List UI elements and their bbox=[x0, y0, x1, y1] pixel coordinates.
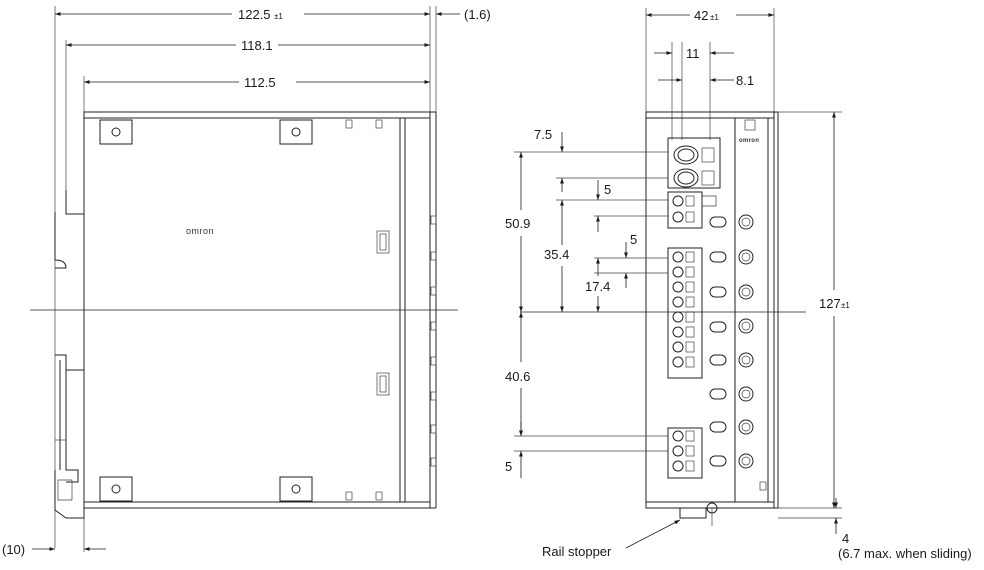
dim-slide-note: (6.7 max. when sliding) bbox=[838, 546, 972, 561]
dim-overall-width: 122.5 ±1 bbox=[55, 7, 430, 22]
dim-terminal-pitch: 11 bbox=[654, 46, 734, 61]
dim-overall-width-label: 122.5 bbox=[238, 7, 271, 22]
rail-stopper-callout: Rail stopper bbox=[542, 519, 681, 559]
dim-40-6-label: 40.6 bbox=[505, 369, 530, 384]
dim-5-middle-label: 5 bbox=[630, 232, 637, 247]
dim-protrusion-label: (1.6) bbox=[464, 7, 491, 22]
side-brand-logo: omron bbox=[186, 226, 214, 236]
dim-body-width-label: 118.1 bbox=[241, 38, 273, 53]
dim-slide-label: 4 bbox=[842, 531, 849, 546]
dim-top-offset-label: 7.5 bbox=[534, 127, 552, 142]
dim-terminal-offset: 8.1 bbox=[658, 73, 754, 88]
dim-terminal-offset-label: 8.1 bbox=[736, 73, 754, 88]
side-rail bbox=[54, 190, 85, 519]
dim-35-4: 35.4 bbox=[544, 200, 569, 312]
dim-mount-width: 112.5 bbox=[84, 75, 430, 90]
dim-35-4-label: 35.4 bbox=[544, 247, 569, 262]
dim-width-label: 42 bbox=[694, 8, 708, 23]
dim-5-upper-label: 5 bbox=[604, 182, 611, 197]
front-body: omron bbox=[645, 111, 779, 526]
front-view: 42 ±1 11 8.1 omron bbox=[505, 8, 972, 561]
dim-height-label: 127 bbox=[819, 296, 841, 311]
dim-protrusion: (1.6) bbox=[436, 7, 491, 22]
dim-height-tol: ±1 bbox=[841, 301, 850, 310]
dim-rail-offset-label: (10) bbox=[2, 542, 25, 557]
dim-height: 127 ±1 bbox=[819, 112, 850, 508]
dim-body-width: 118.1 bbox=[66, 38, 430, 53]
dim-5-lower: 5 bbox=[505, 422, 523, 478]
dim-mount-width-label: 112.5 bbox=[244, 75, 276, 90]
dim-slide: 4 (6.7 max. when sliding) bbox=[834, 498, 972, 561]
rail-stopper-label: Rail stopper bbox=[542, 544, 612, 559]
dim-terminal-pitch-label: 11 bbox=[686, 46, 700, 61]
dim-overall-width-tol: ±1 bbox=[274, 12, 283, 21]
dim-5-lower-label: 5 bbox=[505, 459, 512, 474]
dim-17-4-label: 17.4 bbox=[585, 279, 610, 294]
dim-rail-offset: (10) bbox=[2, 542, 106, 557]
side-view: 122.5 ±1 (1.6) 118.1 112.5 (10) bbox=[2, 6, 491, 557]
dim-17-4: 17.4 bbox=[585, 258, 610, 312]
dim-width: 42 ±1 bbox=[646, 8, 774, 23]
dim-50-9-label: 50.9 bbox=[505, 216, 530, 231]
dim-5-upper: 5 bbox=[596, 180, 611, 232]
dim-40-6: 40.6 bbox=[505, 312, 530, 436]
dim-top-offset: 7.5 bbox=[534, 127, 564, 192]
dim-width-tol: ±1 bbox=[710, 13, 719, 22]
dim-50-9: 50.9 bbox=[505, 152, 530, 312]
dim-5-middle: 5 bbox=[624, 232, 637, 288]
front-brand-logo: omron bbox=[739, 138, 759, 144]
